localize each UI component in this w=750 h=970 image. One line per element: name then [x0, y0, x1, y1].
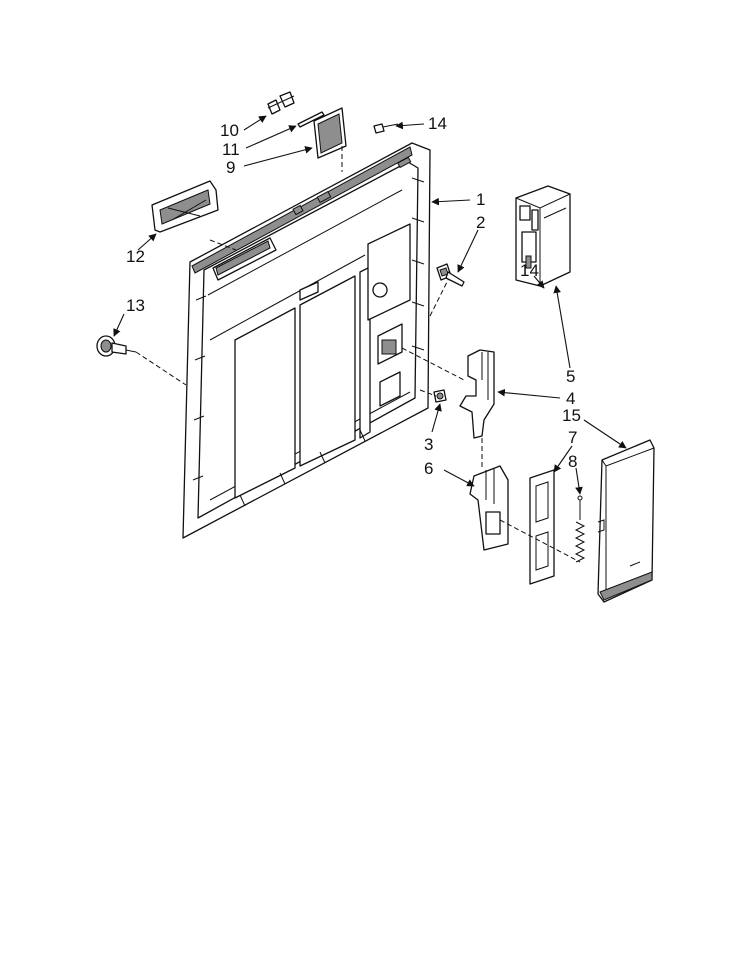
- knob-part: [96, 335, 137, 357]
- callout-5: 5: [566, 367, 575, 386]
- callout-10: 10: [220, 121, 239, 140]
- slider-part: [529, 469, 555, 585]
- latch-assembly-part: [515, 185, 571, 287]
- callout-1: 1: [476, 190, 485, 209]
- assembly-lines: [135, 146, 581, 563]
- nut-part: [433, 389, 447, 403]
- bracket-part: [313, 107, 347, 159]
- callout-13: 13: [126, 296, 145, 315]
- callout-7: 7: [568, 428, 577, 447]
- callout-11: 11: [222, 140, 240, 159]
- cover-part: [597, 439, 655, 603]
- callout-12: 12: [126, 247, 145, 266]
- pin-part: [297, 111, 325, 128]
- callout-15: 15: [562, 406, 581, 425]
- callout-14-latch: 14: [520, 261, 539, 280]
- callout-9: 9: [226, 158, 235, 177]
- latch-clip-part: [436, 263, 465, 287]
- inner-door-panel: [182, 142, 431, 539]
- lever-part: [459, 349, 495, 439]
- screw-part: [373, 123, 399, 134]
- spring-part: [574, 495, 586, 563]
- callout-6: 6: [424, 459, 433, 478]
- callout-14-top: 14: [428, 114, 447, 133]
- callout-2: 2: [476, 213, 485, 232]
- callout-labels: 10 11 9 14 1 2 12 13 14 5 4 15 7 3 8 6: [126, 114, 581, 478]
- leader-lines: [113, 115, 627, 495]
- door-handle-part: [151, 180, 219, 233]
- spring-pair-part: [267, 91, 295, 115]
- callout-4: 4: [566, 389, 575, 408]
- lower-lever-part: [469, 465, 509, 551]
- callout-3: 3: [424, 435, 433, 454]
- callout-8: 8: [568, 452, 577, 471]
